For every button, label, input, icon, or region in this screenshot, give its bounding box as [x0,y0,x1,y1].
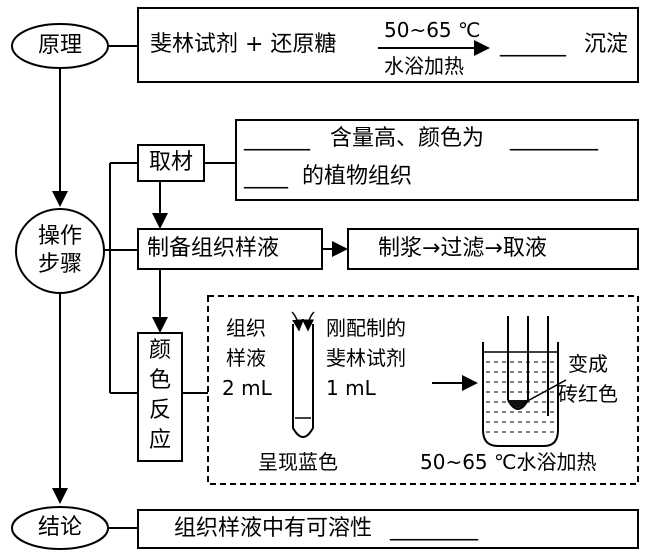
reagent-line2: 斐林试剂 [326,346,406,370]
reaction-label-char-4: 应 [149,428,172,453]
conclusion-label: 结论 [38,515,83,540]
material-blank-1: ______ [244,126,310,151]
precipitate-pointer [521,379,567,405]
reaction-label-char-1: 颜 [149,338,172,363]
reaction-label-char-3: 反 [149,398,172,423]
bath-result-line1: 变成 [568,352,608,376]
prep-process: 制浆→过滤→取液 [378,236,547,261]
reagent-volume: 1 mL [326,376,376,400]
bath-result-line2: 砖红色 [558,382,618,406]
prep-label: 制备组织样液 [147,236,280,261]
material-desc-box [235,119,639,201]
principle-product-blank: ______ [500,32,566,57]
reagent-line1: 刚配制的 [326,316,406,340]
reagent-pipette-arrow [302,311,315,332]
conclusion-text: 组织样液中有可溶性 [174,516,373,541]
reaction-label-box [137,332,183,462]
steps-node [15,208,105,294]
beaker-water-dashes [486,361,556,433]
beaker [482,342,559,447]
steps-label-line1: 操作 [38,224,83,249]
reaction-label-char-2: 色 [149,368,172,393]
bath-condition: 50~65 ℃水浴加热 [420,450,597,474]
beaker-tube-bottom [507,399,529,410]
conclusion-box [137,509,639,549]
sample-volume: 2 mL [222,376,272,400]
tube-result: 呈现蓝色 [258,450,338,474]
principle-product: 沉淀 [584,32,629,57]
principle-reagents: 斐林试剂 + 还原糖 [150,32,337,57]
principle-condition-top: 50~65 ℃ [384,18,481,42]
sample-pipette-arrow [291,311,305,332]
material-blank-3: ____ [244,164,288,189]
reaction-dashed-box [207,295,639,485]
principle-condition-bottom: 水浴加热 [384,54,464,78]
test-tube [292,324,314,438]
material-line1-text: 含量高、颜色为 [330,126,485,151]
principle-label: 原理 [38,33,83,58]
material-line2-text: 的植物组织 [302,164,413,189]
conclusion-blank: ________ [390,516,478,541]
brick-red-precipitate [509,400,527,408]
prep-process-box [347,228,639,270]
material-blank-2: ________ [510,126,598,151]
material-label: 取材 [149,150,194,175]
sample-line2: 样液 [226,346,266,370]
steps-label-line2: 步骤 [38,252,83,277]
sample-line1: 组织 [226,316,266,340]
principle-box [137,7,639,83]
